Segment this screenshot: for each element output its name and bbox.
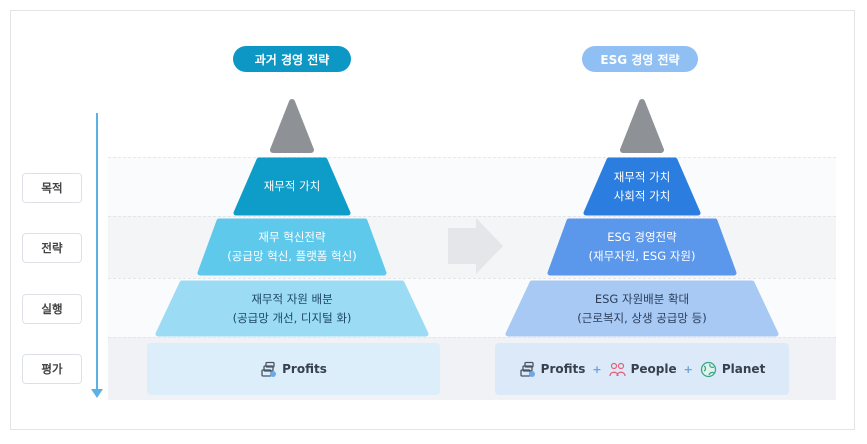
row-label-execution: 실행 bbox=[22, 294, 82, 324]
past-goal-text: 재무적 가치 bbox=[263, 179, 321, 193]
past-goal-tier bbox=[233, 157, 351, 216]
globe-icon bbox=[700, 361, 717, 378]
profits-item: Profits bbox=[519, 361, 585, 378]
plus-separator: + bbox=[683, 362, 693, 376]
esg-execution-text: ESG 자원배분 확대 (근로복지, 상생 공급망 등) bbox=[577, 291, 707, 325]
past-strategy-tier bbox=[197, 218, 387, 276]
past-execution-tier bbox=[155, 280, 429, 337]
past-strategy-text: 재무 혁신전략 (공급망 혁신, 플랫폼 혁신) bbox=[227, 230, 357, 263]
past-strategy-header: 과거 경영 전략 bbox=[233, 46, 351, 72]
planet-item: Planet bbox=[700, 361, 765, 378]
esg-goal-tier bbox=[583, 157, 701, 216]
past-apex-triangle bbox=[270, 99, 314, 153]
money-stack-icon bbox=[260, 361, 277, 378]
money-stack-icon bbox=[519, 361, 536, 378]
transition-arrow bbox=[448, 218, 503, 274]
people-icon bbox=[609, 361, 626, 378]
axis-arrow-head bbox=[91, 389, 103, 398]
vertical-axis-line bbox=[96, 113, 98, 392]
row-band-goal bbox=[108, 157, 836, 217]
esg-goal-text: 재무적 가치 사회적 가치 bbox=[613, 169, 671, 203]
esg-strategy-header: ESG 경영 전략 bbox=[582, 46, 698, 72]
esg-evaluation-base: Profits + People + Planet bbox=[495, 343, 789, 395]
plus-separator: + bbox=[592, 362, 602, 376]
past-evaluation-base: Profits bbox=[147, 343, 440, 395]
past-execution-text: 재무적 자원 배분 (공급망 개선, 디지털 화) bbox=[232, 291, 352, 325]
esg-execution-tier bbox=[505, 280, 779, 337]
esg-apex-triangle bbox=[620, 99, 664, 153]
people-item: People bbox=[609, 361, 677, 378]
row-label-evaluation: 평가 bbox=[22, 354, 82, 384]
profits-item: Profits bbox=[260, 361, 327, 378]
esg-strategy-tier bbox=[547, 218, 737, 276]
row-label-strategy: 전략 bbox=[22, 233, 82, 263]
esg-strategy-text: ESG 경영전략 (재무자원, ESG 자원) bbox=[588, 230, 696, 263]
row-label-goal: 목적 bbox=[22, 173, 82, 203]
